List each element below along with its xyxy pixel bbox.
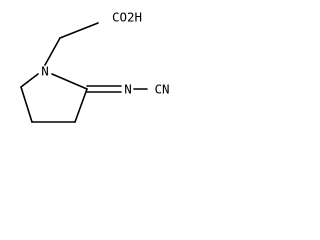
bond-c2-c3 <box>74 88 88 123</box>
bond-ch2-carboxyl <box>59 22 99 39</box>
bond-c5-n <box>20 73 39 88</box>
imine-nitrogen-label: N <box>124 82 132 97</box>
nitrile-label: CN <box>154 82 169 97</box>
bond-n-ch2 <box>44 37 61 66</box>
bond-n-c2 <box>51 73 88 90</box>
structure-diagram: CO2H N N CN <box>20 10 170 123</box>
ring-nitrogen-label: N <box>41 64 49 79</box>
bond-c4-c5 <box>20 86 33 123</box>
acid-group-label: CO2H <box>112 10 142 25</box>
